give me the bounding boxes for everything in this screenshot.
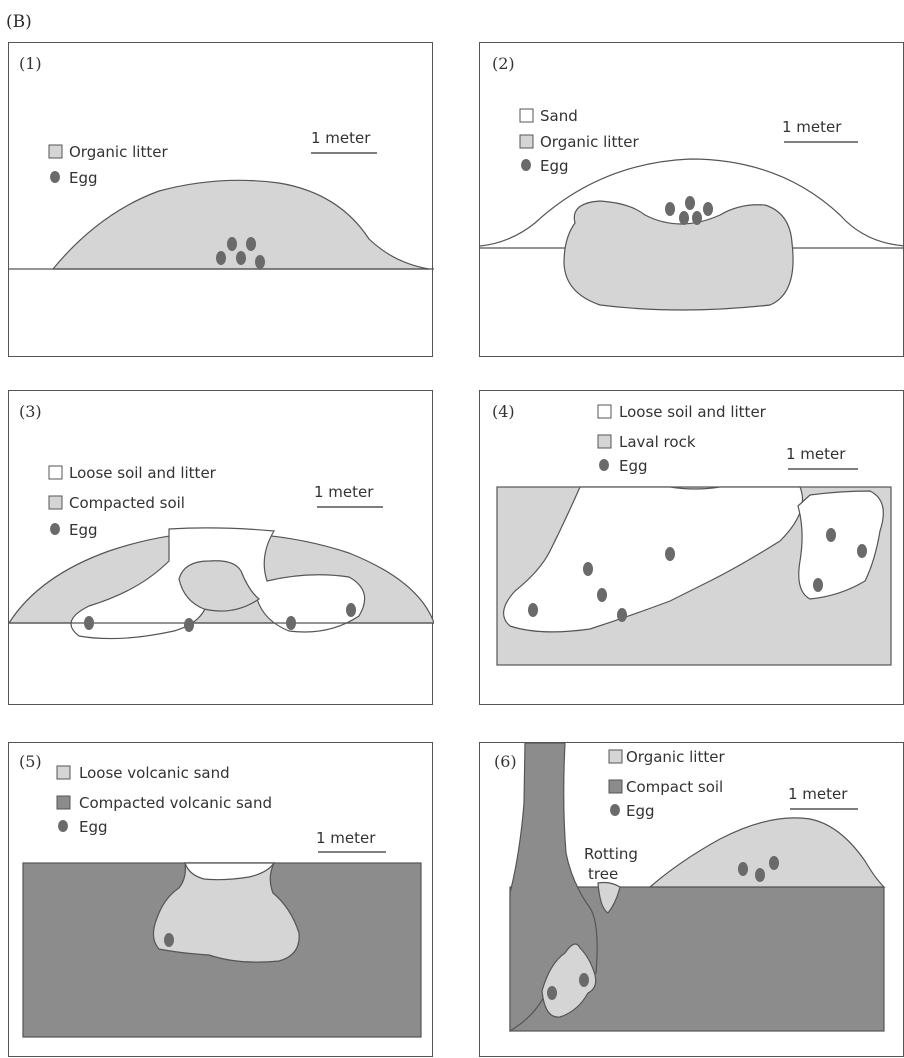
scale-bar-label: 1 meter bbox=[788, 785, 848, 803]
legend-label-egg: Egg bbox=[69, 521, 98, 539]
egg bbox=[692, 211, 702, 225]
panel-1: (1) Organic litter Egg 1 meter bbox=[8, 42, 433, 357]
legend-swatch-compacted-soil bbox=[49, 496, 62, 509]
legend-label-organic-litter: Organic litter bbox=[626, 748, 725, 766]
egg bbox=[547, 986, 557, 1000]
legend-swatch-loose-soil bbox=[49, 466, 62, 479]
egg bbox=[255, 255, 265, 269]
panel-5: (5) Loose volcanic sand Compacted volcan… bbox=[8, 742, 433, 1057]
legend-label-compact-soil: Compact soil bbox=[626, 778, 723, 796]
legend-swatch-loose-volcanic-sand bbox=[57, 766, 70, 779]
legend-swatch-compact-soil bbox=[609, 780, 622, 793]
egg bbox=[84, 616, 94, 630]
legend-label-loose-soil: Loose soil and litter bbox=[69, 464, 217, 482]
scale-bar-label: 1 meter bbox=[311, 129, 371, 147]
panel-1-diagram: (1) Organic litter Egg 1 meter bbox=[9, 43, 434, 358]
panel-6-number: (6) bbox=[494, 752, 517, 771]
legend-label-egg: Egg bbox=[626, 802, 655, 820]
panel-4-diagram: (4) Loose soil and litter Laval rock Egg… bbox=[480, 391, 904, 706]
legend-swatch-egg bbox=[50, 523, 60, 535]
egg bbox=[246, 237, 256, 251]
egg bbox=[528, 603, 538, 617]
legend-label-compacted-volcanic-sand: Compacted volcanic sand bbox=[79, 794, 272, 812]
legend-label-sand: Sand bbox=[540, 107, 578, 125]
egg bbox=[164, 933, 174, 947]
figure-label: (B) bbox=[6, 12, 32, 32]
egg bbox=[184, 618, 194, 632]
egg bbox=[685, 196, 695, 210]
panel-3: (3) Loose soil and litter Compacted soil… bbox=[8, 390, 433, 705]
egg bbox=[617, 608, 627, 622]
legend-swatch-loose-soil bbox=[598, 405, 611, 418]
organic-litter-mound bbox=[650, 818, 884, 887]
legend-swatch-laval-rock bbox=[598, 435, 611, 448]
legend-swatch-egg bbox=[50, 171, 60, 183]
annotation-rotting: Rotting bbox=[584, 845, 638, 863]
legend-swatch-organic-litter bbox=[609, 750, 622, 763]
panel-2-number: (2) bbox=[492, 54, 515, 73]
legend-label-egg: Egg bbox=[540, 157, 569, 175]
panel-3-number: (3) bbox=[19, 402, 42, 421]
egg bbox=[826, 528, 836, 542]
egg bbox=[857, 544, 867, 558]
legend-swatch-organic-litter bbox=[49, 145, 62, 158]
legend-label-egg: Egg bbox=[79, 818, 108, 836]
legend-label-laval-rock: Laval rock bbox=[619, 433, 696, 451]
egg bbox=[236, 251, 246, 265]
legend-swatch-organic-litter bbox=[520, 135, 533, 148]
legend-label-compacted-soil: Compacted soil bbox=[69, 494, 185, 512]
egg bbox=[216, 251, 226, 265]
egg bbox=[583, 562, 593, 576]
egg bbox=[813, 578, 823, 592]
egg bbox=[665, 547, 675, 561]
annotation-tree: tree bbox=[588, 865, 618, 883]
scale-bar-label: 1 meter bbox=[316, 829, 376, 847]
egg bbox=[227, 237, 237, 251]
legend-swatch-egg bbox=[58, 820, 68, 832]
legend-label-organic-litter: Organic litter bbox=[540, 133, 639, 151]
scale-bar-label: 1 meter bbox=[782, 118, 842, 136]
panel-6-diagram: (6) Organic litter Compact soil Egg 1 me… bbox=[480, 743, 904, 1058]
egg bbox=[597, 588, 607, 602]
egg bbox=[679, 211, 689, 225]
panel-4: (4) Loose soil and litter Laval rock Egg… bbox=[479, 390, 904, 705]
legend-label-egg: Egg bbox=[69, 169, 98, 187]
legend-swatch-egg bbox=[610, 804, 620, 816]
legend-label-organic-litter: Organic litter bbox=[69, 143, 168, 161]
panel-6: (6) Organic litter Compact soil Egg 1 me… bbox=[479, 742, 904, 1057]
panel-1-number: (1) bbox=[19, 54, 42, 73]
egg bbox=[286, 616, 296, 630]
scale-bar-label: 1 meter bbox=[786, 445, 846, 463]
legend-swatch-sand bbox=[520, 109, 533, 122]
egg bbox=[579, 973, 589, 987]
egg bbox=[755, 868, 765, 882]
egg bbox=[703, 202, 713, 216]
legend-swatch-compacted-volcanic-sand bbox=[57, 796, 70, 809]
panel-2-diagram: (2) Sand Organic litter Egg 1 meter bbox=[480, 43, 904, 358]
panel-5-number: (5) bbox=[19, 752, 42, 771]
eggs bbox=[164, 933, 174, 947]
legend-label-loose-soil: Loose soil and litter bbox=[619, 403, 767, 421]
panel-3-diagram: (3) Loose soil and litter Compacted soil… bbox=[9, 391, 434, 706]
legend-swatch-egg bbox=[599, 459, 609, 471]
egg bbox=[665, 202, 675, 216]
egg bbox=[346, 603, 356, 617]
scale-bar-label: 1 meter bbox=[314, 483, 374, 501]
egg bbox=[738, 862, 748, 876]
panel-2: (2) Sand Organic litter Egg 1 meter bbox=[479, 42, 904, 357]
panel-4-number: (4) bbox=[492, 402, 515, 421]
panel-5-diagram: (5) Loose volcanic sand Compacted volcan… bbox=[9, 743, 434, 1058]
legend-swatch-egg bbox=[521, 159, 531, 171]
egg bbox=[769, 856, 779, 870]
legend-label-loose-volcanic-sand: Loose volcanic sand bbox=[79, 764, 230, 782]
legend-label-egg: Egg bbox=[619, 457, 648, 475]
